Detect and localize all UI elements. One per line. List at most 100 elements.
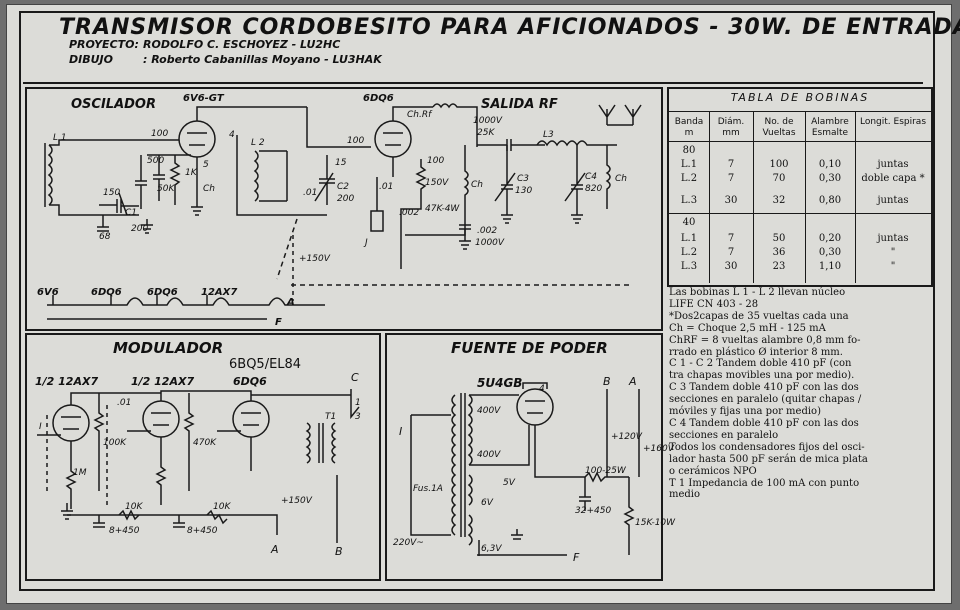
label-l2: L 2 [251, 138, 265, 148]
label-r100: 100 [427, 156, 444, 166]
label-pin3: 3 [355, 412, 361, 422]
heater-label-a: A [286, 297, 295, 308]
th-diam: Diám. mm [717, 117, 745, 138]
band-40: 40 [682, 217, 696, 228]
label-r50k: 50K [157, 184, 175, 194]
label-63v: 6,3V [481, 544, 502, 554]
note-line: T 1 Impedancia de 100 mA con punto [669, 477, 860, 489]
label-fuente-f: F [573, 551, 580, 564]
label-c100: 100 [151, 129, 168, 139]
table-cell: " [890, 247, 896, 258]
table-cell: 0,80 [818, 195, 842, 206]
label-1m: 1M [73, 468, 87, 478]
label-c150: 150 [103, 188, 120, 198]
tube-6v6gt-label: 6V6-GT [183, 93, 225, 104]
label-1000v-b: 1000V [475, 238, 505, 248]
label-c3-value: 130 [515, 186, 532, 196]
notes-block: Las bobinas L 1 - L 2 llevan núcleo LIFE… [669, 287, 931, 501]
heater-tube-1: 6V6 [37, 287, 59, 298]
label-c01: .01 [303, 188, 317, 198]
label-6v: 6V [481, 498, 494, 508]
table-cell: 1,10 [818, 261, 842, 272]
label-5v: 5V [503, 478, 516, 488]
label-mod-c: C [351, 371, 359, 384]
table-cell: 32 [772, 195, 786, 206]
note-line: C 1 - C 2 Tandem doble 410 pF (con [669, 358, 852, 370]
note-line: C 3 Tandem doble 410 pF con las dos [669, 382, 859, 394]
label-10k-a: 10K [125, 502, 143, 512]
note-line: Ch = Choque 2,5 mH - 125 mA [669, 322, 826, 334]
table-col-rule [855, 111, 856, 283]
note-line: secciones en paralelo (quitar chapas / [669, 394, 862, 406]
label-cap002b: .002 [477, 226, 497, 236]
label-mod-i: I [39, 422, 42, 432]
label-100-25w: 100-25W [585, 466, 627, 476]
mod-tube-2: 1/2 12AX7 [131, 375, 194, 388]
label-l1: L 1 [53, 133, 67, 143]
heater-tube-2: 6DQ6 [91, 287, 122, 298]
label-1000v: 1000V [473, 116, 503, 126]
label-c01b: .01 [379, 182, 393, 192]
table-col-rule [709, 111, 710, 283]
label-c2-value: 200 [337, 194, 354, 204]
table-cell: 7 [727, 247, 735, 258]
modulador-title: MODULADOR [113, 339, 224, 357]
label-fuente-a: A [628, 375, 637, 388]
label-32-450: 32+450 [575, 506, 611, 516]
note-line: o cerámicos NPO [669, 465, 757, 477]
sheet-frame [19, 11, 935, 591]
heater-tube-3: 6DQ6 [147, 287, 178, 298]
table-cell: juntas [877, 159, 909, 170]
label-ch-out: Ch [615, 174, 627, 184]
note-line: tra chapas movibles una por medio). [669, 370, 855, 382]
label-j: J [363, 238, 368, 248]
label-mod-a: A [270, 543, 279, 556]
table-cell: L.2 [680, 247, 698, 258]
tube-5u4gb-label: 5U4GB [477, 376, 522, 390]
table-cell: L.1 [680, 159, 698, 170]
label-470k: 470K [193, 438, 217, 448]
proyecto-label: PROYECTO: [69, 38, 139, 51]
dibujo-label: DIBUJO [69, 53, 113, 66]
label-pin4: 4 [229, 130, 235, 140]
label-25k: 25K [477, 128, 495, 138]
label-c1-value: 200 [131, 224, 148, 234]
label-c3: C3 [517, 174, 529, 184]
note-line: lador hasta 500 pF serán de mica plata [669, 453, 868, 465]
table-cell: 30 [724, 195, 738, 206]
modulador-schematic: 1/2 12AX7 1/2 12AX7 6DQ6 T1 10K 10K 8+45… [35, 371, 361, 558]
proyecto-value: RODOLFO C. ESCHOYEZ - LU2HC [143, 38, 341, 51]
table-cell: 0,10 [818, 159, 842, 170]
mod-tube-3: 6DQ6 [233, 375, 267, 388]
table-cell: juntas [877, 233, 909, 244]
label-c1: C1 [125, 208, 137, 218]
table-cell: juntas [877, 195, 909, 206]
note-line: secciones en paralelo [669, 429, 779, 441]
label-fuente-4: 4 [539, 384, 545, 394]
label-400v: 400V [477, 406, 501, 416]
table-rule [669, 111, 931, 112]
label-plus150: +150V [299, 254, 331, 264]
table-cell: doble capa * [861, 173, 925, 184]
transformer-primary [451, 394, 457, 536]
tabla-de-bobinas: TABLA DE BOBINAS Banda m Diám. mm No. de… [667, 87, 933, 287]
table-cell: 7 [727, 173, 735, 184]
note-line: LIFE CN 403 - 28 [669, 298, 759, 310]
table-cell: 7 [727, 159, 735, 170]
label-400v-b: 400V [477, 450, 501, 460]
proyecto-line: PROYECTO: RODOLFO C. ESCHOYEZ - LU2HC [69, 38, 340, 51]
th-longit: Longit. Espiras [859, 117, 927, 127]
label-8-450-b: 8+450 [187, 526, 218, 536]
label-r1k: 1K [185, 168, 198, 178]
label-c4: C4 [585, 172, 597, 182]
table-cell: 0,30 [818, 173, 842, 184]
tube-5u4gb-symbol [516, 388, 554, 426]
label-chrf: Ch.Rf [407, 110, 433, 120]
note-line: ChRF = 8 vueltas alambre 0,8 mm fo- [669, 334, 861, 346]
oscilador-title: OSCILADOR [71, 97, 156, 112]
table-cell: L.2 [680, 173, 698, 184]
schematic-sheet: TRANSMISOR CORDOBESITO PARA AFICIONADOS … [6, 4, 960, 604]
note-line: móviles y fijas una por medio) [669, 406, 821, 418]
table-cell: 50 [772, 233, 786, 244]
note-line: *Dos2capas de 35 vueltas cada una [669, 310, 849, 322]
